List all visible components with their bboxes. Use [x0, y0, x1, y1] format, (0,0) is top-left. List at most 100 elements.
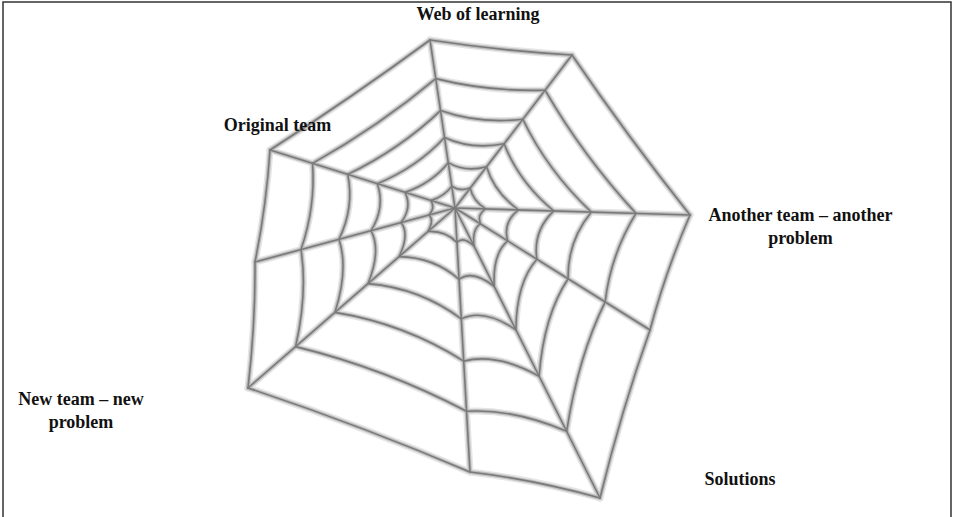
web-thread: [506, 210, 518, 241]
web-thread: [467, 411, 567, 431]
web-label: Another team – another problem: [708, 204, 893, 250]
web-thread: [296, 250, 304, 347]
web-thread: [567, 302, 606, 431]
web-thread: [605, 213, 636, 302]
web-thread: [539, 279, 568, 376]
web-thread: [459, 276, 494, 287]
web-thread: [248, 262, 255, 388]
web-thread: [428, 231, 457, 242]
web-thread: [539, 279, 568, 376]
web-thread: [431, 186, 452, 200]
web-thread: [572, 55, 690, 215]
web-thread: [545, 90, 636, 213]
web-thread: [405, 163, 448, 193]
web-thread: [401, 192, 408, 222]
web-thread: [248, 262, 255, 388]
web-thread: [461, 315, 516, 330]
web-thread: [523, 119, 591, 212]
web-thread: [301, 163, 313, 249]
web-thread: [452, 186, 470, 189]
web-thread: [335, 312, 464, 361]
web-thread: [296, 347, 467, 412]
web-thread: [448, 163, 486, 169]
web-thread: [399, 257, 459, 280]
web-thread: [401, 192, 408, 222]
web-thread: [301, 163, 313, 249]
web-thread: [368, 284, 461, 319]
web-thread: [430, 40, 572, 55]
web-thread: [368, 284, 461, 319]
web-thread: [339, 174, 350, 239]
web-thread: [506, 210, 518, 241]
web-thread: [572, 55, 690, 215]
web-thread: [650, 215, 690, 330]
web-thread: [436, 79, 545, 91]
web-thread: [455, 208, 600, 498]
web-thread: [567, 302, 606, 431]
web-thread: [335, 239, 343, 312]
web-thread: [600, 330, 650, 498]
web-thread: [455, 208, 470, 472]
web-thread: [270, 150, 455, 208]
web-thread: [430, 40, 572, 55]
web-thread: [441, 111, 523, 121]
web-thread: [296, 347, 467, 412]
web-thread: [504, 144, 554, 211]
web-thread: [494, 241, 508, 286]
web-thread: [348, 111, 441, 175]
web-thread: [255, 208, 455, 262]
web-thread: [539, 279, 568, 376]
web-thread: [600, 330, 650, 498]
web-thread: [504, 144, 554, 211]
web-thread: [399, 223, 405, 257]
web-thread: [523, 119, 591, 212]
web-label: New team – new problem: [12, 388, 150, 434]
web-thread: [455, 55, 572, 208]
web-thread: [429, 200, 433, 215]
web-thread: [430, 40, 455, 208]
web-thread: [335, 312, 464, 361]
web-thread: [494, 241, 508, 286]
web-thread: [371, 184, 380, 231]
web-thread: [255, 150, 270, 262]
web-thread: [371, 184, 380, 231]
web-thread: [248, 388, 470, 472]
web-thread: [536, 211, 554, 259]
web-thread: [255, 150, 270, 262]
web-thread: [368, 284, 461, 319]
web-thread: [429, 200, 433, 215]
web-thread: [255, 150, 270, 262]
web-thread: [339, 174, 350, 239]
web-threads: [248, 40, 690, 498]
web-thread: [368, 231, 376, 284]
web-thread: [371, 184, 380, 231]
web-thread: [270, 150, 455, 208]
frame-border: [3, 2, 951, 517]
web-thread: [474, 224, 481, 246]
web-thread: [650, 215, 690, 330]
web-thread: [479, 209, 485, 224]
web-thread: [516, 259, 537, 330]
web-thread: [430, 40, 455, 208]
web-thread: [377, 137, 444, 183]
web-thread: [448, 163, 486, 169]
web-thread: [348, 111, 441, 175]
web-thread: [335, 239, 343, 312]
web-threads: [248, 40, 690, 498]
web-thread: [428, 231, 457, 242]
web-thread: [464, 359, 539, 376]
web-thread: [487, 167, 519, 210]
web-thread: [431, 186, 452, 200]
web-thread: [448, 163, 486, 169]
web-thread: [248, 388, 470, 472]
web-thread: [516, 259, 537, 330]
web-thread: [568, 212, 591, 279]
web-thread: [474, 224, 481, 246]
web-thread: [650, 215, 690, 330]
web-thread: [470, 188, 485, 209]
web-thread: [348, 111, 441, 175]
web-thread: [436, 79, 545, 91]
web-thread: [516, 259, 537, 330]
web-thread: [296, 347, 467, 412]
